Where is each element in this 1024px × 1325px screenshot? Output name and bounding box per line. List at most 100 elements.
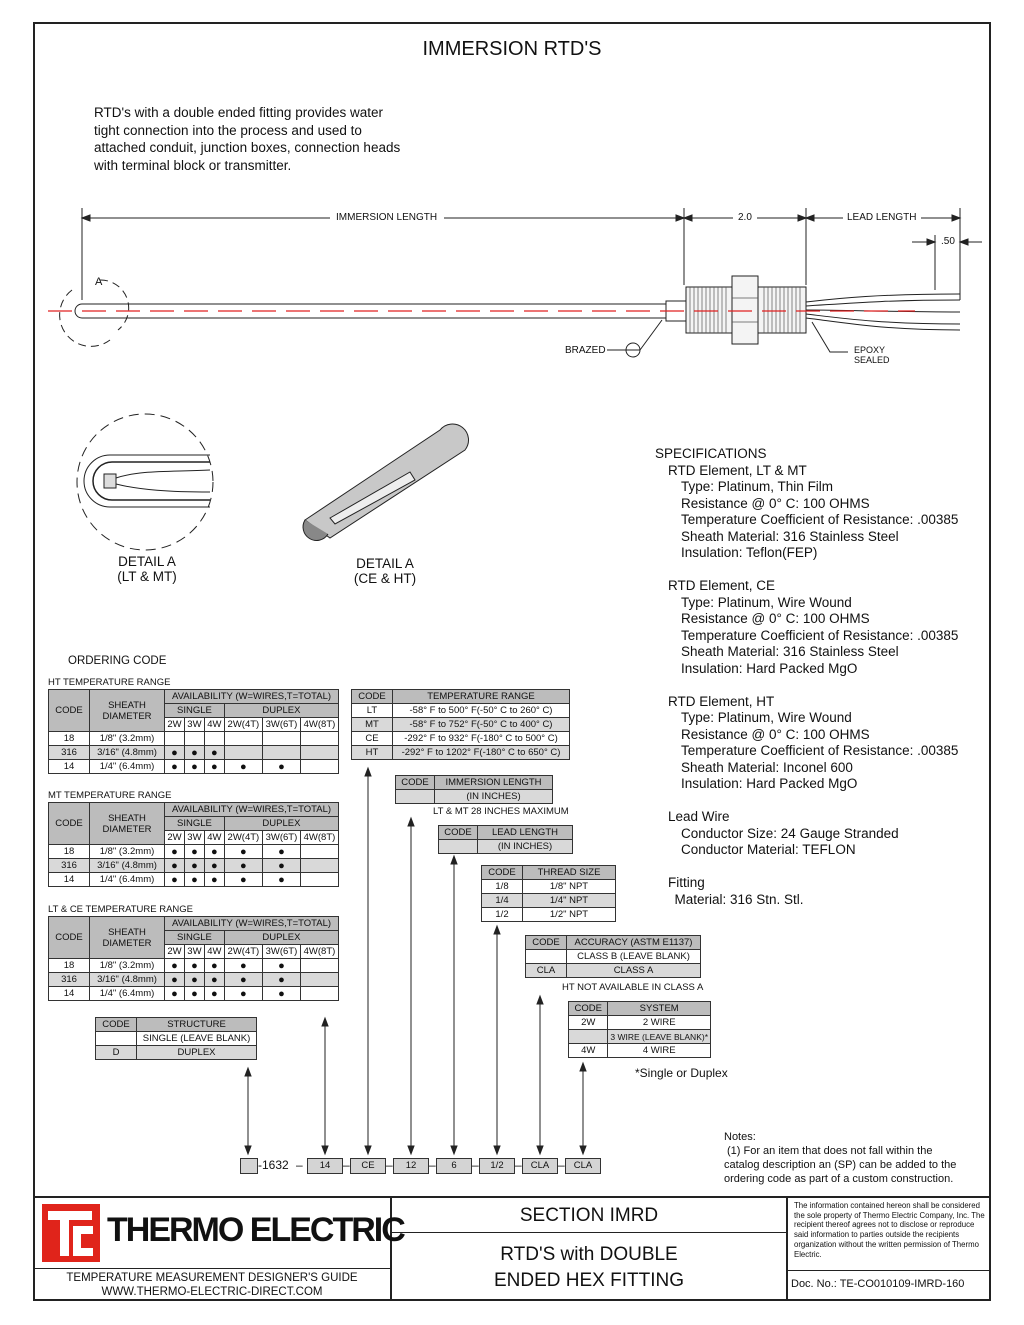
availability-cell: ● [183,745,205,760]
temp-range: -292° F to 932° F(-180° C to 500° C) [392,731,570,746]
availability-cell: ● [223,958,263,973]
detail-marker: A [95,276,103,288]
immersion-code-header: CODE [395,775,435,790]
document-number: Doc. No.: TE-CO010109-IMRD-160 [791,1278,965,1290]
brand-name: THERMO ELECTRIC [107,1211,406,1249]
spec-line: Lead Wire [668,809,730,824]
example-code-box: 1/2 [479,1158,515,1174]
availability-cell: ● [164,745,185,760]
availability-table-title: HT TEMPERATURE RANGE [48,677,171,688]
size-diameter: 1/4" (6.4mm) [89,986,165,1001]
structure-code: D [95,1045,137,1060]
availability-cell [223,745,263,760]
spec-line: Temperature Coefficient of Resistance: .… [681,512,959,527]
accuracy-value: CLASS A [566,963,701,978]
availability-cell: ● [183,872,205,887]
size-diameter: 3/16" (4.8mm) [89,858,165,873]
detail-a-ce: DETAIL A (CE & HT) [350,556,420,586]
single-header: SINGLE [164,703,225,718]
system-note: *Single or Duplex [635,1066,728,1080]
detail-a-drawings [76,413,469,551]
spec-line: Insulation: Teflon(FEP) [681,545,818,560]
availability-cell [164,731,185,746]
page-title: IMMERSION RTD'S [422,38,602,60]
notes-line: catalog description an (SP) can be added… [724,1159,957,1171]
availability-cell: ● [223,972,263,987]
thread-code: 1/4 [481,893,523,908]
availability-cell: ● [261,958,301,973]
thread-value: 1/8" NPT [522,879,616,894]
spec-line: Insulation: Hard Packed MgO [681,776,858,791]
spec-line: RTD Element, LT & MT [668,462,807,478]
wire-column-header: 3W [183,717,205,732]
intro-text: RTD's with a double ended fitting provid… [94,104,434,174]
footer-divider [33,1268,391,1269]
size-code: 14 [48,872,90,887]
size-diameter: 1/4" (6.4mm) [89,872,165,887]
system-code: 4W [567,1043,609,1058]
single-header: SINGLE [164,816,225,831]
footer-divider [390,1196,392,1301]
temp-range-header: TEMPERATURE RANGE [392,689,570,704]
footer-url[interactable]: WWW.THERMO-ELECTRIC-DIRECT.COM [101,1286,323,1298]
footer-left: TEMPERATURE MEASUREMENT DESIGNER'S GUIDE… [33,1271,391,1299]
product-title-line: ENDED HEX FITTING [493,1270,684,1291]
temp-range: -58° F to 500° F(-50° C to 260° C) [392,703,570,718]
availability-cell [299,731,340,746]
spec-line: Type: Platinum, Thin Film [681,479,834,494]
availability-header: AVAILABILITY (W=WIRES,T=TOTAL) [164,802,339,817]
notes-line: (1) For an item that does not fall withi… [727,1145,933,1157]
intro-line: with terminal block or transmitter. [94,157,292,173]
wire-column-header: 2W(4T) [223,944,263,959]
product-title: RTD'S with DOUBLE ENDED HEX FITTING [392,1242,786,1294]
size-diameter: 1/8" (3.2mm) [89,958,165,973]
spec-line: Insulation: Hard Packed MgO [681,660,858,676]
availability-cell [299,986,340,1001]
system-code: 2W [567,1015,609,1030]
example-code-dash: – [558,1158,565,1172]
thermo-electric-logo-icon [42,1204,100,1262]
availability-cell [299,759,340,774]
lead-code-header: CODE [438,825,478,840]
temp-code-header: CODE [351,689,393,704]
ordering-heading: ORDERING CODE [68,655,167,667]
dim-50-label: .50 [938,236,958,247]
example-code-dash: – [515,1158,522,1172]
availability-cell: ● [164,872,185,887]
accuracy-code [525,949,567,964]
availability-cell: ● [164,858,185,873]
spec-line: Conductor Size: 24 Gauge Stranded [681,825,899,841]
footer-divider [786,1196,788,1301]
availability-cell [299,958,340,973]
sheath-diameter-header: SHEATH DIAMETER [89,689,165,732]
spec-line: Temperature Coefficient of Resistance: .… [681,743,959,758]
spec-line: Resistance @ 0° C: 100 OHMS [681,611,870,626]
wire-column-header: 3W [183,830,205,845]
lead-length-label: LEAD LENGTH [844,212,920,223]
availability-table-title: LT & CE TEMPERATURE RANGE [48,904,193,915]
thread-value: 1/4" NPT [522,893,616,908]
availability-cell: ● [203,759,225,774]
duplex-header: DUPLEX [223,703,340,718]
availability-cell: ● [203,986,225,1001]
product-title-line: RTD'S with DOUBLE [500,1244,678,1265]
notes-line: ordering code as part of a custom constr… [724,1173,954,1185]
rtd-drawing [48,208,982,358]
availability-cell: ● [261,986,301,1001]
detail-a-ce-sub: (CE & HT) [353,571,417,586]
notes: Notes: (1) For an item that does not fal… [724,1130,956,1186]
detail-a-ce-title: DETAIL A [356,556,414,571]
size-code: 14 [48,759,90,774]
size-code: 18 [48,958,90,973]
epoxy-sealed-label: EPOXY SEALED [854,345,890,365]
example-code-box: 6 [436,1158,472,1174]
code-header: CODE [48,916,90,959]
spec-line: Resistance @ 0° C: 100 OHMS [681,495,870,511]
